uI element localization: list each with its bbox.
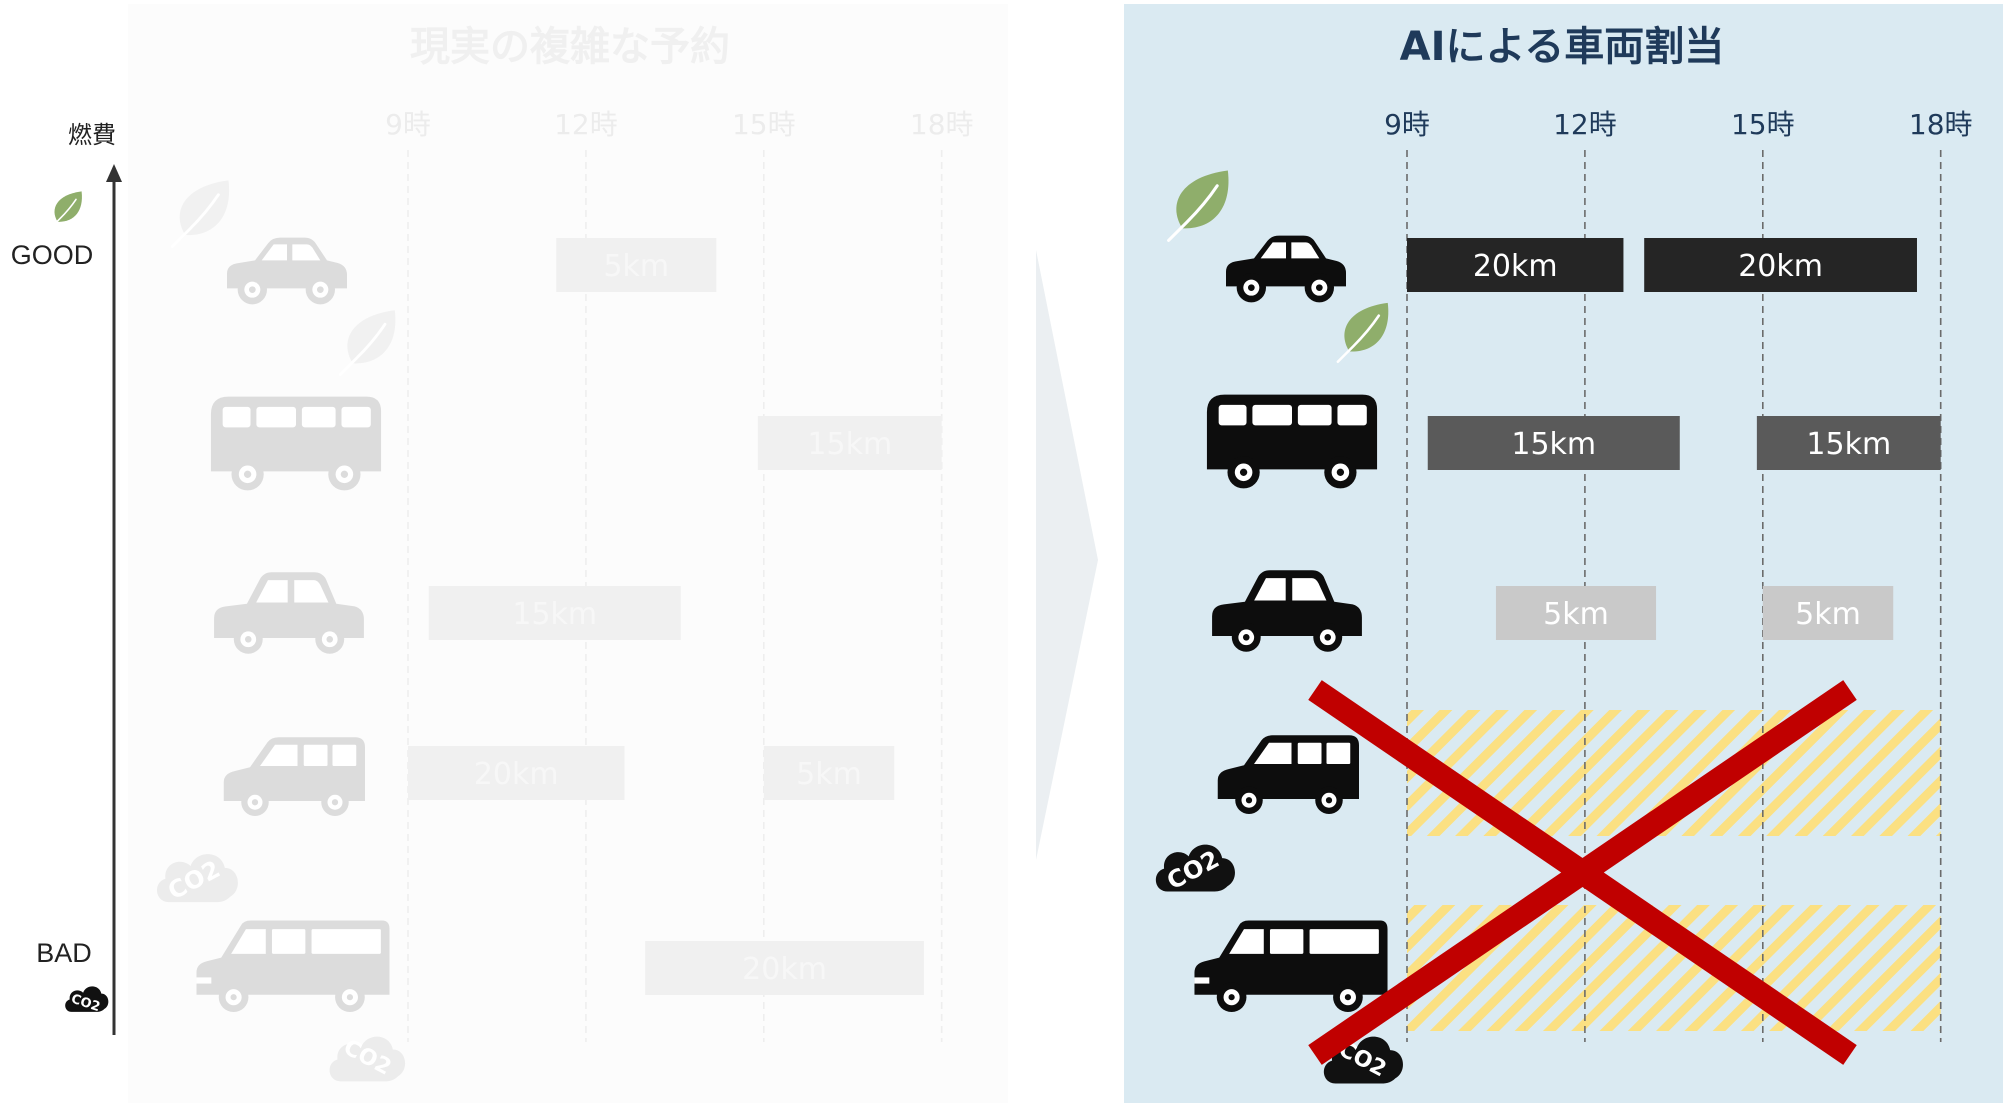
co2-cloud-icon: CO2 — [1155, 844, 1235, 895]
hour-label: 12時 — [1553, 108, 1617, 141]
right-panel-title: AIによる車両割当 — [1400, 24, 1725, 70]
booking-bar — [1756, 416, 1941, 470]
good-label: GOOD — [11, 240, 94, 270]
transition-arrow-icon — [1036, 250, 1098, 860]
booking-distance-label: 20km — [742, 952, 827, 987]
left-panel-title: 現実の複雑な予約 — [410, 24, 730, 70]
booking-distance-label: 20km — [1473, 249, 1558, 284]
right-booking-bars: 20km 20km 15km 15km 5km 5km — [1407, 238, 1941, 640]
right-panel: AIによる車両割当 9時 12時 15時 18時 20km 20km 15km 15km 5k… — [1124, 4, 2003, 1103]
booking-distance-label: 15km — [1511, 427, 1596, 462]
booking-bar — [763, 746, 895, 800]
hour-label: 9時 — [385, 108, 431, 141]
booking-distance-label: 15km — [1806, 427, 1891, 462]
co2-cloud-icon: CO2 — [156, 854, 238, 905]
hour-label: 18時 — [1909, 108, 1973, 141]
booking-bar — [556, 238, 717, 292]
hour-label: 15時 — [1731, 108, 1795, 141]
booking-bar — [757, 416, 942, 470]
booking-bar — [1762, 586, 1894, 640]
booking-distance-label: 20km — [474, 757, 559, 792]
hour-label: 9時 — [1384, 108, 1430, 141]
booking-distance-label: 5km — [603, 249, 669, 284]
booking-bar — [1407, 238, 1624, 292]
booking-distance-label: 5km — [1795, 597, 1861, 632]
axis-label: 燃費 — [68, 121, 116, 149]
booking-distance-label: 20km — [1738, 249, 1823, 284]
good-leaf-icon — [49, 190, 83, 230]
hour-label: 12時 — [554, 108, 618, 141]
booking-distance-label: 15km — [807, 427, 892, 462]
bad-co2-icon: CO2 — [65, 986, 109, 1015]
fuel-efficiency-axis: 燃費 GOOD BAD CO2 — [11, 121, 122, 1035]
left-panel: 現実の複雑な予約 9時 12時 15時 18時 5km 15km 15km 20km 5km 2… — [128, 4, 1008, 1103]
booking-bar — [1427, 416, 1680, 470]
booking-bar — [1495, 586, 1657, 640]
left-panel-background — [128, 4, 1008, 1103]
booking-bar — [428, 586, 681, 640]
red-cross-icon — [1308, 680, 1857, 1065]
booking-bar — [1644, 238, 1917, 292]
axis-arrow-icon — [106, 164, 122, 182]
bad-label: BAD — [36, 938, 92, 968]
booking-distance-label: 15km — [512, 597, 597, 632]
left-booking-bars: 5km 15km 15km 20km 5km 20km — [408, 238, 942, 995]
booking-bar — [408, 746, 625, 800]
hour-label: 15時 — [732, 108, 796, 141]
left-co2-badges: CO2 CO2 — [156, 854, 406, 1082]
hour-label: 18時 — [910, 108, 974, 141]
co2-cloud-icon: CO2 — [329, 1035, 406, 1082]
left-hour-labels: 9時 12時 15時 18時 — [385, 108, 973, 141]
booking-bar — [645, 941, 924, 995]
right-decorations: CO2 CO2 — [1155, 168, 1403, 1084]
booking-distance-label: 5km — [1543, 597, 1609, 632]
right-hour-labels: 9時 12時 15時 18時 — [1384, 108, 1972, 141]
booking-distance-label: 5km — [796, 757, 862, 792]
